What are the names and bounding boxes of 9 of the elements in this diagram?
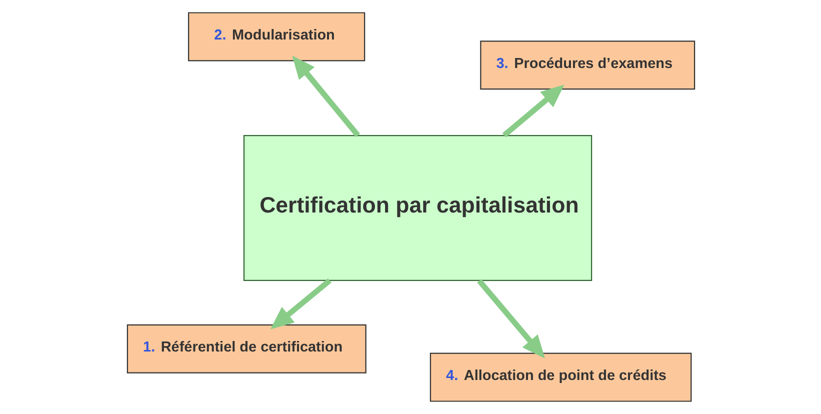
arrow <box>292 56 360 138</box>
node-box: 1. Référentiel de certification <box>126 324 366 374</box>
arrow <box>476 278 544 359</box>
node-box: 4. Allocation de point de crédits <box>429 352 692 402</box>
node-box: 3. Procédures d’examens <box>480 40 695 90</box>
arrow <box>502 84 564 138</box>
node-box: Certification par capitalisation <box>242 135 592 281</box>
arrow <box>270 278 331 330</box>
node-box: 2. Modularisation <box>188 12 365 62</box>
